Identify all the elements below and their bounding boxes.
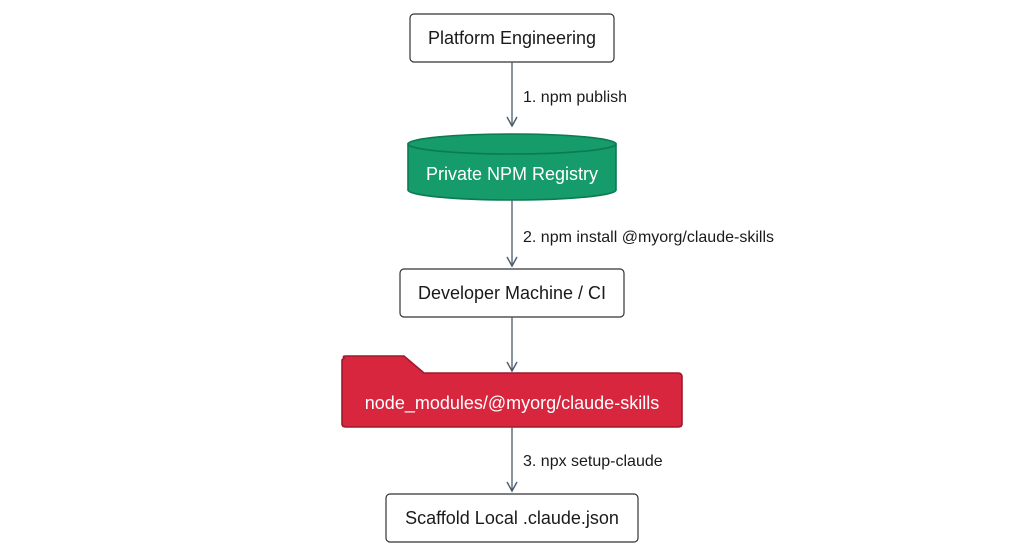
edge-setup: 3. npx setup-claude (506, 427, 663, 493)
private-npm-registry-node: Private NPM Registry (407, 133, 617, 201)
developer-machine-label: Developer Machine / CI (418, 283, 606, 303)
platform-engineering-node: Platform Engineering (409, 13, 615, 63)
edge-install: 2. npm install @myorg/claude-skills (506, 200, 774, 268)
edge-setup-label: 3. npx setup-claude (523, 453, 663, 470)
edge-install-label: 2. npm install @myorg/claude-skills (523, 229, 774, 246)
scaffold-node: Scaffold Local .claude.json (385, 493, 639, 543)
edge-publish: 1. npm publish (506, 62, 627, 128)
platform-engineering-label: Platform Engineering (428, 28, 596, 48)
node-modules-folder-node: node_modules/@myorg/claude-skills (341, 355, 683, 428)
scaffold-box (385, 493, 639, 543)
private-npm-registry-label: Private NPM Registry (426, 164, 598, 184)
registry-cylinder-top (407, 133, 617, 155)
registry-cylinder-body (407, 143, 617, 201)
edge-publish-label: 1. npm publish (523, 89, 627, 106)
folder-icon (341, 355, 683, 428)
developer-machine-node: Developer Machine / CI (399, 268, 625, 318)
scaffold-label: Scaffold Local .claude.json (405, 508, 619, 528)
node-modules-label: node_modules/@myorg/claude-skills (365, 393, 659, 414)
